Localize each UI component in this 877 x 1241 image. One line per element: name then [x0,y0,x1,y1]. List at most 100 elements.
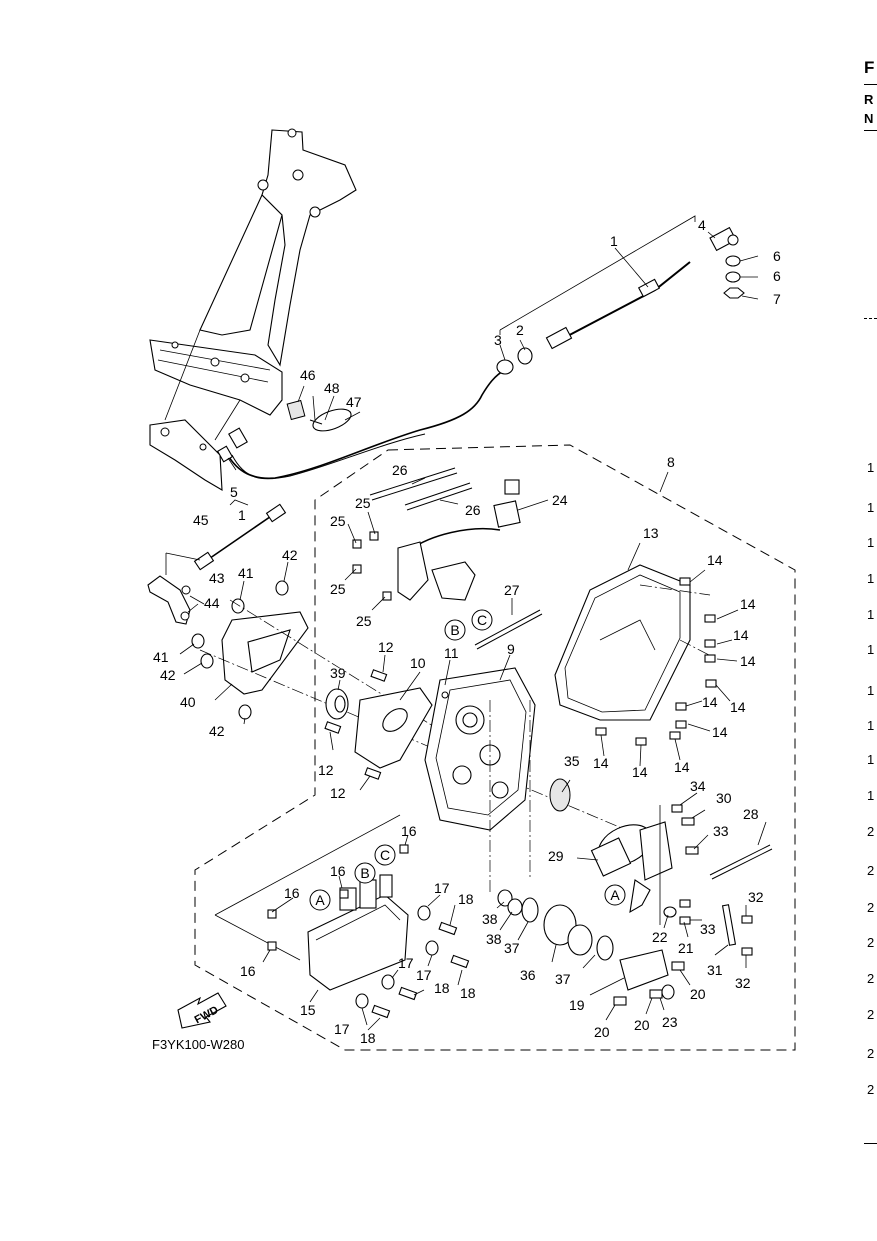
callout-21: 21 [678,940,694,956]
callout-19: 19 [569,997,585,1013]
callout-5: 5 [230,484,238,500]
connector-harness [352,467,773,880]
gasket-40 [191,580,309,720]
callout-14-j: 14 [674,759,690,775]
assembly-boundary [194,444,796,1051]
edge-number: 1 [867,571,875,586]
callout-13: 13 [643,525,659,541]
ref-b-bottom: B [360,865,369,881]
clamp-and-holder [286,399,352,432]
callout-14-c: 14 [733,627,749,643]
callout-22: 22 [652,929,668,945]
callout-18-d: 18 [360,1030,376,1046]
ref-a-right: A [610,887,620,903]
callout-18-a: 18 [458,891,474,907]
gearbox-housing [424,667,536,831]
edge-number: 2 [867,1007,875,1022]
callout-41-a: 41 [238,565,254,581]
fwd-arrow: FWD [177,992,227,1029]
edge-rule-1 [864,84,877,85]
cover-bolt-line [639,584,711,596]
edge-letter-r: R [864,92,874,107]
callout-12-upper: 12 [378,639,394,655]
callout-3: 3 [494,332,502,348]
callout-20-a: 20 [690,986,706,1002]
edge-number: 1 [867,683,875,698]
figure-code: F3YK100-W280 [152,1037,245,1052]
callout-29: 29 [548,848,564,864]
reference-markers: B C A B C A [309,609,626,911]
callout-30: 30 [716,790,732,806]
callout-8: 8 [667,454,675,470]
ref-a-left: A [315,892,325,908]
callout-28: 28 [743,806,759,822]
callout-44: 44 [204,595,220,611]
ecu-leader-1 [214,814,401,916]
callout-11: 11 [444,645,459,661]
callout-4: 4 [698,217,706,233]
callout-26-a: 26 [392,462,408,478]
callout-6-upper: 6 [773,248,781,264]
callout-6-lower: 6 [773,268,781,284]
callout-35: 35 [564,753,580,769]
edge-rule-3 [864,318,877,319]
leader-lines [165,231,767,1031]
wire-lead-45 [147,503,287,625]
edge-number: 2 [867,900,875,915]
callout-32-b: 32 [735,975,751,991]
callout-42-c: 42 [209,723,225,739]
callout-37-b: 37 [555,971,571,987]
ref-c-bottom: C [380,847,390,863]
housing-cover [554,564,691,721]
edge-letter-f: F [864,58,875,77]
callout-14-g: 14 [712,724,728,740]
bushing-and-plate [324,669,433,780]
ecu-leader-2 [214,914,301,961]
callout-25-d: 25 [356,613,372,629]
callout-9: 9 [507,641,515,657]
callout-48: 48 [324,380,340,396]
callout-17-a: 17 [434,880,450,896]
callout-47: 47 [346,394,362,410]
callout-14-f: 14 [730,699,746,715]
callout-12-mid: 12 [318,762,334,778]
callout-numbers: 1 2 3 4 5 1 6 6 7 8 9 10 11 12 12 12 13 … [153,217,781,1046]
gear-and-motor [497,778,737,991]
callout-43: 43 [209,570,225,586]
fasteners [267,577,753,1019]
callout-41-b: 41 [153,649,169,665]
callout-46: 46 [300,367,316,383]
centerline-b [199,649,651,841]
edge-number: 1 [867,642,875,657]
callout-42-a: 42 [282,547,298,563]
callout-25-a: 25 [355,495,371,511]
callout-17-b: 17 [398,955,414,971]
callout-34: 34 [690,778,706,794]
callout-42-b: 42 [160,667,176,683]
callout-36: 36 [520,967,536,983]
callout-14-h: 14 [593,755,609,771]
control-unit [307,874,409,991]
steering-bracket-frame [149,128,357,491]
cover-bolt-line-2 [679,639,716,659]
callout-39: 39 [330,665,346,681]
edge-number: 2 [867,1046,875,1061]
callout-38-a: 38 [482,911,498,927]
callout-45: 45 [193,512,209,528]
edge-number: 2 [867,824,875,839]
edge-number: 1 [867,788,875,803]
callout-23: 23 [662,1014,678,1030]
callout-16-c: 16 [284,885,300,901]
callout-26-b: 26 [465,502,481,518]
callout-15: 15 [300,1002,316,1018]
edge-rule-4 [864,1143,877,1144]
callout-14-e: 14 [702,694,718,710]
callout-7: 7 [773,291,781,307]
callout-10: 10 [410,655,426,671]
edge-number: 2 [867,1082,875,1097]
shift-cable [216,215,745,480]
ref-c-top: C [477,612,487,628]
edge-rule-2 [864,130,877,131]
callout-16-b: 16 [330,863,346,879]
